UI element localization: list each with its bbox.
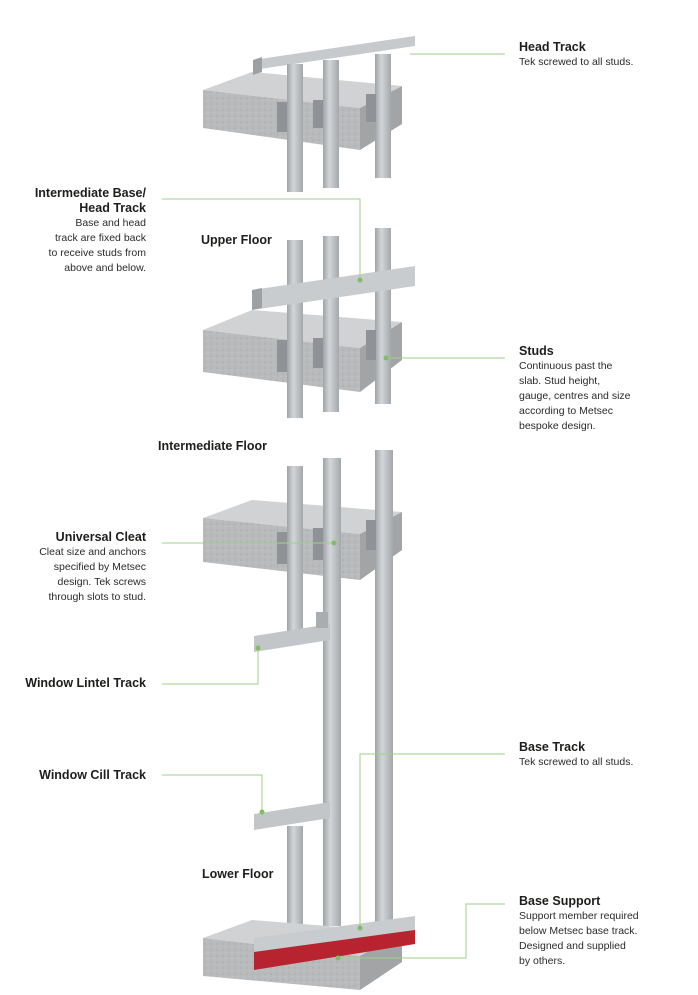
base-support-title: Base Support [519,894,601,908]
base-support-desc-line: below Metsec base track. [519,925,638,937]
callout-universal-cleat: Universal Cleat Cleat size and anchors s… [0,530,146,605]
head-track-title: Head Track [519,40,586,54]
intermediate-track-desc-line: above and below. [64,262,146,274]
studs-desc-line: slab. Stud height, [519,375,601,387]
studs-title: Studs [519,344,554,358]
base-track-desc: Tek screwed to all studs. [519,756,634,768]
intermediate-floor-label: Intermediate Floor [158,439,268,453]
intermediate-track-title-line: Head Track [79,201,146,215]
universal-cleat-desc-line: design. Tek screws [57,576,146,588]
intermediate-track-desc-line: to receive studs from [48,247,146,259]
intermediate-track-title-line: Intermediate Base/ [34,186,146,200]
universal-cleat-desc-line: specified by Metsec [53,561,146,573]
callout-intermediate-track: Intermediate Base/ Head Track Base and h… [0,186,146,276]
base-support-desc-line: Support member required [519,910,639,922]
head-track-member [253,36,415,75]
callout-base-support: Base Support Support member required bel… [519,894,639,969]
callout-head-track: Head Track Tek screwed to all studs. [519,40,633,70]
studs-desc-line: bespoke design. [519,420,596,432]
lower-floor-label: Lower Floor [202,867,274,881]
leader-dots [255,277,389,961]
window-lintel-title: Window Lintel Track [25,676,146,690]
lower-studs [277,450,393,926]
studs-desc-line: according to Metsec [519,405,613,417]
window-cill-title: Window Cill Track [39,768,146,782]
base-support-desc-line: by others. [519,955,566,967]
universal-cleat-title: Universal Cleat [55,530,146,544]
window-cill-member [254,802,330,830]
intermediate-track-desc-line: Base and head [75,217,146,229]
callout-base-track: Base Track Tek screwed to all studs. [519,740,633,770]
leader-lines [162,53,505,959]
upper-floor-label: Upper Floor [201,233,272,247]
studs-desc-line: Continuous past the [519,360,613,372]
window-lintel-member [254,612,330,652]
intermediate-track-member [252,266,415,310]
base-support-desc-line: Designed and supplied [519,940,626,952]
universal-cleat-desc-line: Cleat size and anchors [39,546,146,558]
callout-window-cill: Window Cill Track [0,768,146,783]
base-track-member [254,916,415,952]
top-studs [277,54,391,192]
callout-studs: Studs Continuous past the slab. Stud hei… [519,344,631,434]
head-track-desc: Tek screwed to all studs. [519,56,634,68]
universal-cleat-desc-line: through slots to stud. [48,591,146,603]
callout-window-lintel: Window Lintel Track [0,676,146,691]
intermediate-track-desc-line: track are fixed back [54,232,146,244]
base-track-title: Base Track [519,740,586,754]
studs-desc-line: gauge, centres and size [519,390,631,402]
